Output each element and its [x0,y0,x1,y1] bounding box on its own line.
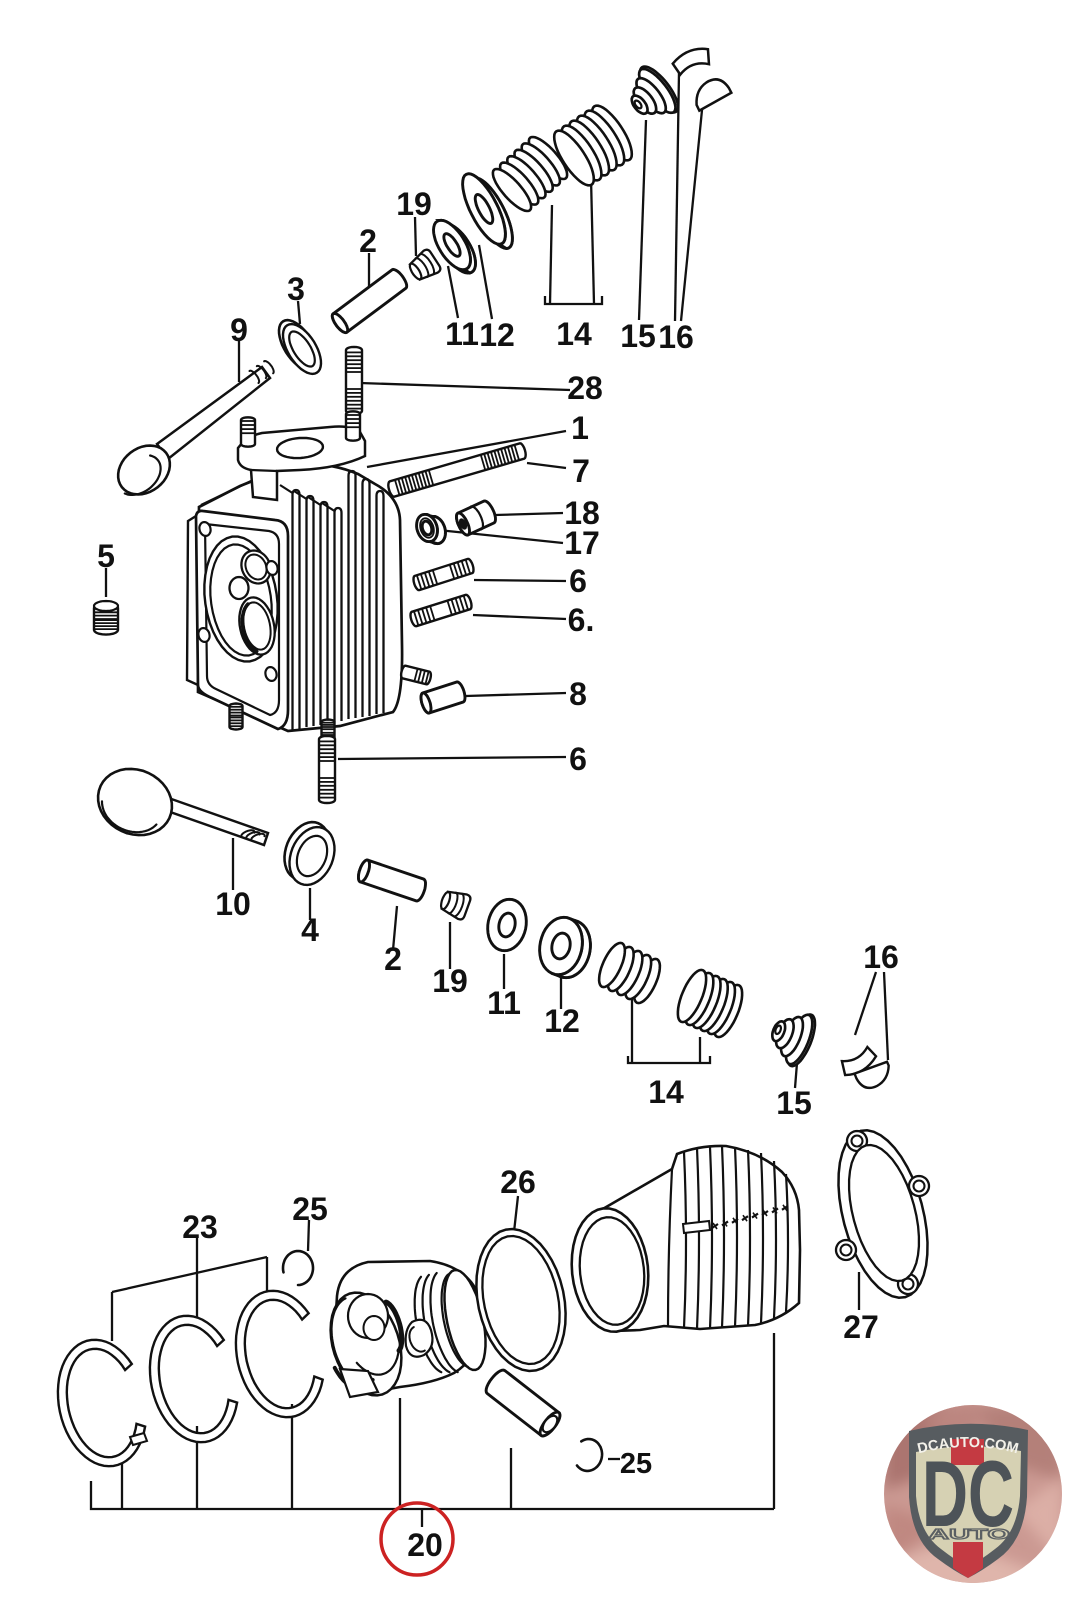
svg-text:23: 23 [182,1209,218,1245]
svg-text:7: 7 [572,453,590,489]
svg-text:19: 19 [396,186,432,222]
svg-text:8: 8 [569,676,587,712]
svg-text:DCAUTO.COM: DCAUTO.COM [916,1435,1020,1457]
svg-text:18: 18 [564,495,600,531]
svg-text:14: 14 [556,316,592,352]
svg-text:17: 17 [564,525,600,561]
svg-text:3: 3 [287,271,305,307]
svg-text:26: 26 [500,1164,536,1200]
svg-text:DC: DC [922,1441,1014,1546]
svg-text:1: 1 [571,410,589,446]
svg-text:12: 12 [544,1003,580,1039]
svg-text:11: 11 [487,985,521,1021]
svg-text:15: 15 [776,1085,812,1121]
svg-text:27: 27 [843,1309,879,1345]
svg-text:25: 25 [292,1191,328,1227]
svg-text:14: 14 [648,1074,684,1110]
svg-text:12: 12 [479,317,515,353]
svg-text:10: 10 [215,886,251,922]
svg-text:28: 28 [567,370,603,406]
svg-text:16: 16 [863,939,899,975]
svg-text:5: 5 [97,538,115,574]
svg-text:25: 25 [620,1448,652,1480]
svg-text:9: 9 [230,312,248,348]
svg-text:AUTO: AUTO [928,1526,1011,1543]
svg-text:4: 4 [301,912,319,948]
svg-text:19: 19 [432,963,468,999]
svg-text:6: 6 [569,741,587,777]
svg-text:16: 16 [658,319,694,355]
svg-text:20: 20 [407,1527,443,1563]
svg-text:2: 2 [384,941,402,977]
svg-text:11: 11 [445,316,479,352]
svg-text:6.: 6. [568,602,595,638]
svg-text:2: 2 [359,223,377,259]
svg-text:15: 15 [620,318,656,354]
svg-text:6: 6 [569,563,587,599]
